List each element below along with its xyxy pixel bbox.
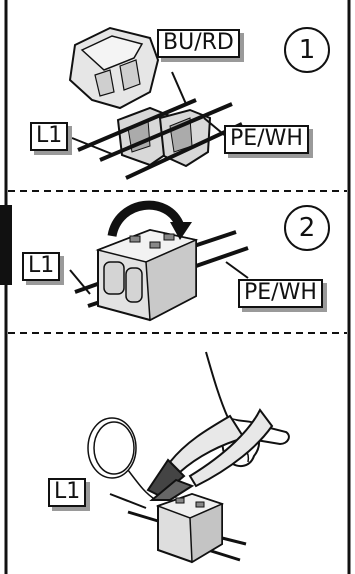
step-number-2: 2	[284, 205, 330, 251]
side-tab	[0, 205, 12, 285]
connector-small	[110, 494, 246, 562]
label-bu-rd: BU/RD	[157, 29, 240, 58]
step-number-1: 1	[284, 27, 330, 73]
wire-coil	[88, 418, 156, 500]
label-l1-panel3: L1	[48, 478, 86, 507]
label-pe-wh-panel1: PE/WH	[224, 125, 309, 154]
connector-closed	[70, 230, 248, 320]
label-l1-panel2: L1	[22, 252, 60, 281]
label-pe-wh-panel2: PE/WH	[238, 279, 323, 308]
label-l1-panel1: L1	[30, 122, 68, 151]
